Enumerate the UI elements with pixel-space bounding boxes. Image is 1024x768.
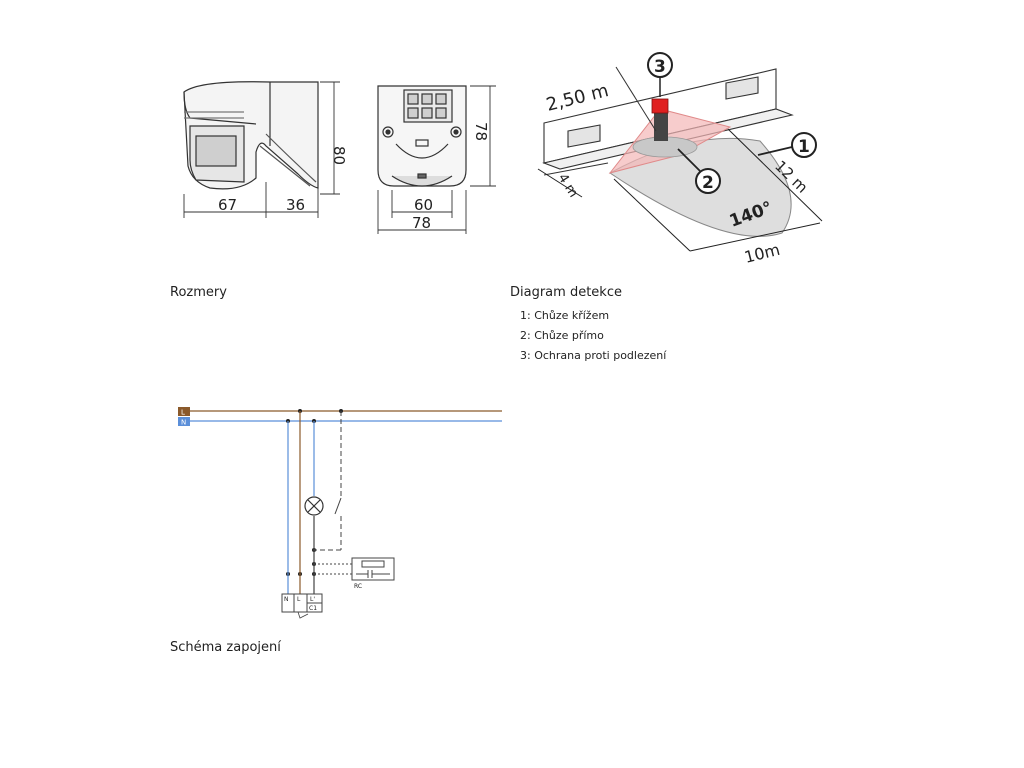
- wiring-diagram: L N RC: [178, 407, 502, 619]
- neutral-label: N: [181, 419, 186, 427]
- marker-1-text: 1: [798, 137, 810, 157]
- marker-1-arrow: [757, 146, 793, 156]
- detection-legend: 1: Chůze křížem 2: Chůze přímo 3: Ochran…: [520, 306, 666, 366]
- terminal-L: L: [297, 596, 301, 603]
- dimensions-drawing: 67 36 80 78 60 78: [183, 81, 496, 234]
- sensor-marker: [651, 98, 669, 114]
- legend-item-3: 3: Ochrana proti podlezení: [520, 349, 667, 362]
- detection-diagram: 2,50 m 3 2 1 4 m 12 m 140° 10m: [537, 52, 823, 267]
- marker-1-circle: [791, 132, 817, 158]
- side-dimension-lines: [183, 81, 340, 218]
- lamp-icon: [304, 496, 324, 516]
- dimensions-caption: Rozmery: [170, 285, 227, 300]
- range-lines: [537, 128, 823, 252]
- terminal-block: [281, 593, 323, 613]
- legend-item-2: 2: Chůze přímo: [520, 329, 604, 342]
- terminal-Lp: L': [310, 596, 315, 603]
- dim-78-vertical: 78: [472, 122, 490, 141]
- front-view: [377, 85, 467, 187]
- neutral-label-box: [178, 417, 190, 426]
- max-range-label: 10m: [742, 240, 781, 267]
- pushbutton-branch: [314, 411, 342, 551]
- marker-3-text: 3: [654, 57, 666, 77]
- terminal-C1: C1: [309, 605, 317, 612]
- switch-contact: [334, 497, 342, 515]
- sensor-body: [654, 111, 668, 141]
- terminal-N: N: [284, 596, 289, 603]
- marker-2-circle: [695, 168, 721, 194]
- phase-label-box: [178, 407, 190, 416]
- phase-label: L: [181, 409, 185, 417]
- floor-edge: [543, 162, 609, 176]
- marker-2-arrow: [677, 148, 701, 172]
- dim-80: 80: [330, 146, 348, 165]
- dim-78-horizontal: 78: [412, 214, 431, 232]
- detection-caption: Diagram detekce: [510, 285, 622, 300]
- legend-item-1: 1: Chůze křížem: [520, 309, 610, 322]
- dim-60: 60: [414, 196, 433, 214]
- relay-contact: [297, 611, 309, 619]
- side-view: [183, 81, 319, 190]
- rc-label: RC: [354, 583, 362, 590]
- wiring-caption: Schéma zapojení: [170, 640, 281, 655]
- front-dimension-lines: [377, 85, 496, 234]
- dim-67: 67: [218, 196, 237, 214]
- near-range-label: 4 m: [555, 171, 581, 200]
- marker-2-text: 2: [702, 173, 714, 193]
- dim-36: 36: [286, 196, 305, 214]
- height-leader: [615, 66, 657, 132]
- rc-element: [314, 557, 395, 581]
